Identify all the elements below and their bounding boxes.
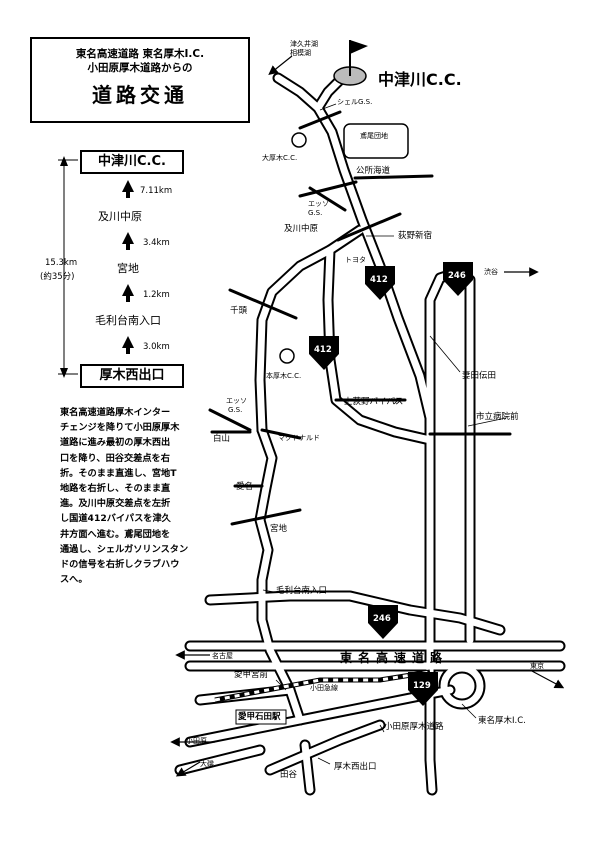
map-toyota-label: トヨタ — [345, 256, 366, 264]
description-text: 東名高速道路厚木インター チェンジを降りて小田原厚木 道路に進み最初の厚木西出 … — [60, 405, 188, 587]
description-line: 井方面へ進む。鳶尾団地を — [60, 528, 171, 540]
route-origin-box: 厚木西出口 — [80, 364, 184, 388]
map-atsugi-nishi-exit-label: 厚木西出口 — [334, 762, 377, 772]
map-route-412-label-2: 412 — [314, 345, 332, 355]
description-line: 地路を右折し、そのまま直 — [60, 483, 171, 495]
route-diagram-lines — [58, 156, 134, 378]
map-odawara-atsugi-road-label: 小田原厚木道路 — [384, 722, 444, 732]
map-tokyo-label: 東京 — [530, 662, 544, 670]
description-line: スへ。 — [60, 574, 88, 586]
map-oginoshinjuku-label: 荻野新宿 — [398, 231, 433, 241]
map-shibuya-label: 渋谷 — [484, 268, 498, 276]
map-expressway-label: 東名高速道路 — [340, 651, 449, 665]
map-tsumada-densho-label: 妻田伝田 — [462, 371, 497, 381]
route-step-1-name: 及川中原 — [98, 210, 142, 223]
title-line-1: 東名高速道路 東名厚木I.C. — [75, 48, 205, 60]
description-line: チェンジを降りて小田原厚木 — [60, 422, 180, 434]
title-box: 東名高速道路 東名厚木I.C. 小田原厚木道路からの 道路交通 — [30, 37, 250, 123]
map-route-246-label-1: 246 — [448, 271, 466, 281]
route-total-distance: 15.3km — [45, 258, 78, 268]
map-nagoya-label: 名古屋 — [212, 652, 233, 660]
map-hakusan-label: 白山 — [213, 434, 231, 444]
map-golf-club-label: 中津川C.C. — [378, 70, 462, 89]
route-129-shield — [408, 672, 438, 706]
map-shell-gs-label: シェルG.S. — [337, 98, 373, 106]
map-oikawa-nakahara-label: 及川中原 — [284, 224, 319, 234]
description-line: 折。そのまま直進し、宮地T — [60, 467, 177, 479]
map-oiso-label: 大磯 — [200, 760, 214, 768]
map-odawara-label: 小田原 — [186, 737, 207, 745]
direction-arrows — [170, 55, 565, 777]
golf-flag-icon — [333, 40, 368, 86]
map-taya-label: 田谷 — [280, 770, 298, 780]
leader-lines — [262, 103, 507, 765]
map-shiritsu-byoin-label: 市立病院前 — [476, 412, 519, 422]
route-last-distance: 3.0km — [143, 342, 170, 352]
map-oatsugi-cc-label: 大厚木C.C. — [262, 154, 298, 162]
map-aiko-ishida-sta-label: 愛甲石田駅 — [238, 712, 281, 722]
route-step-1-distance: 7.11km — [140, 186, 173, 196]
cross-streets — [208, 110, 512, 526]
map-route-129-label: 129 — [413, 681, 431, 691]
description-line: 通過し、シェルガソリンスタン — [60, 543, 189, 555]
map-miyaji-label: 宮地 — [270, 524, 288, 534]
map-route-246-label-2: 246 — [373, 614, 391, 624]
map-odakyu-label: 小田急線 — [310, 684, 338, 692]
oatsugi-cc-marker — [291, 132, 307, 148]
map-tsukui-line1: 津久井湖 — [290, 40, 318, 48]
route-412-shield-2 — [309, 336, 339, 370]
map-mcdonalds-label: マクドナルド — [278, 434, 320, 442]
map-moriyadai-label: 毛利台南入口 — [276, 586, 328, 596]
map-eneos-gs-2-line2: G.S. — [228, 406, 243, 414]
title-line-3: 道路交通 — [92, 83, 188, 107]
map-koshokaido-label: 公所海道 — [356, 166, 391, 176]
route-step-3-name: 毛利台南入口 — [95, 314, 161, 327]
map-route-412-label-1: 412 — [370, 275, 388, 285]
tobio-danchi-block — [343, 123, 409, 159]
map-eneos-gs-1-line1: エッソ — [308, 200, 329, 208]
route-destination-box: 中津川C.C. — [80, 150, 184, 174]
route-step-2-name: 宮地 — [117, 262, 139, 275]
route-step-2-distance: 3.4km — [143, 238, 170, 248]
route-total-time: (約35分) — [40, 272, 75, 282]
description-line: し国道412バイパスを津久 — [60, 513, 171, 525]
title-line-2: 小田原厚木道路からの — [87, 62, 193, 74]
route-412-shield-1 — [365, 266, 395, 300]
map-eneos-gs-1-line2: G.S. — [308, 209, 323, 217]
map-senzu-label: 千頭 — [230, 306, 248, 316]
route-246-shield-1 — [443, 262, 473, 296]
honatsugi-cc-marker — [279, 348, 295, 364]
map-honatsugi-cc-label: 本厚木C.C. — [266, 372, 302, 380]
description-line: 進。及川中原交差点を左折 — [60, 498, 171, 510]
route-step-3-distance: 1.2km — [143, 290, 170, 300]
route-246-shield-2 — [368, 605, 398, 639]
description-line: 東名高速道路厚木インター — [60, 407, 171, 418]
map-aina-label: 愛名 — [236, 482, 254, 492]
station-box — [235, 709, 287, 725]
map-eneos-gs-2-line1: エッソ — [226, 397, 247, 405]
odakyu-railway — [214, 669, 431, 703]
map-tsukui-line2: 相模湖 — [290, 49, 311, 57]
map-kamiogino-bypass-label: 上荻野バイパス — [344, 397, 404, 407]
map-tobio-danchi-label: 鳶尾団地 — [360, 132, 388, 140]
map-aiko-miyamae-label: 愛甲宮前 — [234, 670, 269, 680]
map-tomei-atsugi-ic-label: 東名厚木I.C. — [478, 716, 526, 726]
description-line: 口を降り、田谷交差点を右 — [60, 452, 170, 464]
description-line: ドの信号を右折しクラブハウ — [60, 559, 180, 571]
description-line: 道路に進み最初の厚木西出 — [60, 437, 171, 449]
